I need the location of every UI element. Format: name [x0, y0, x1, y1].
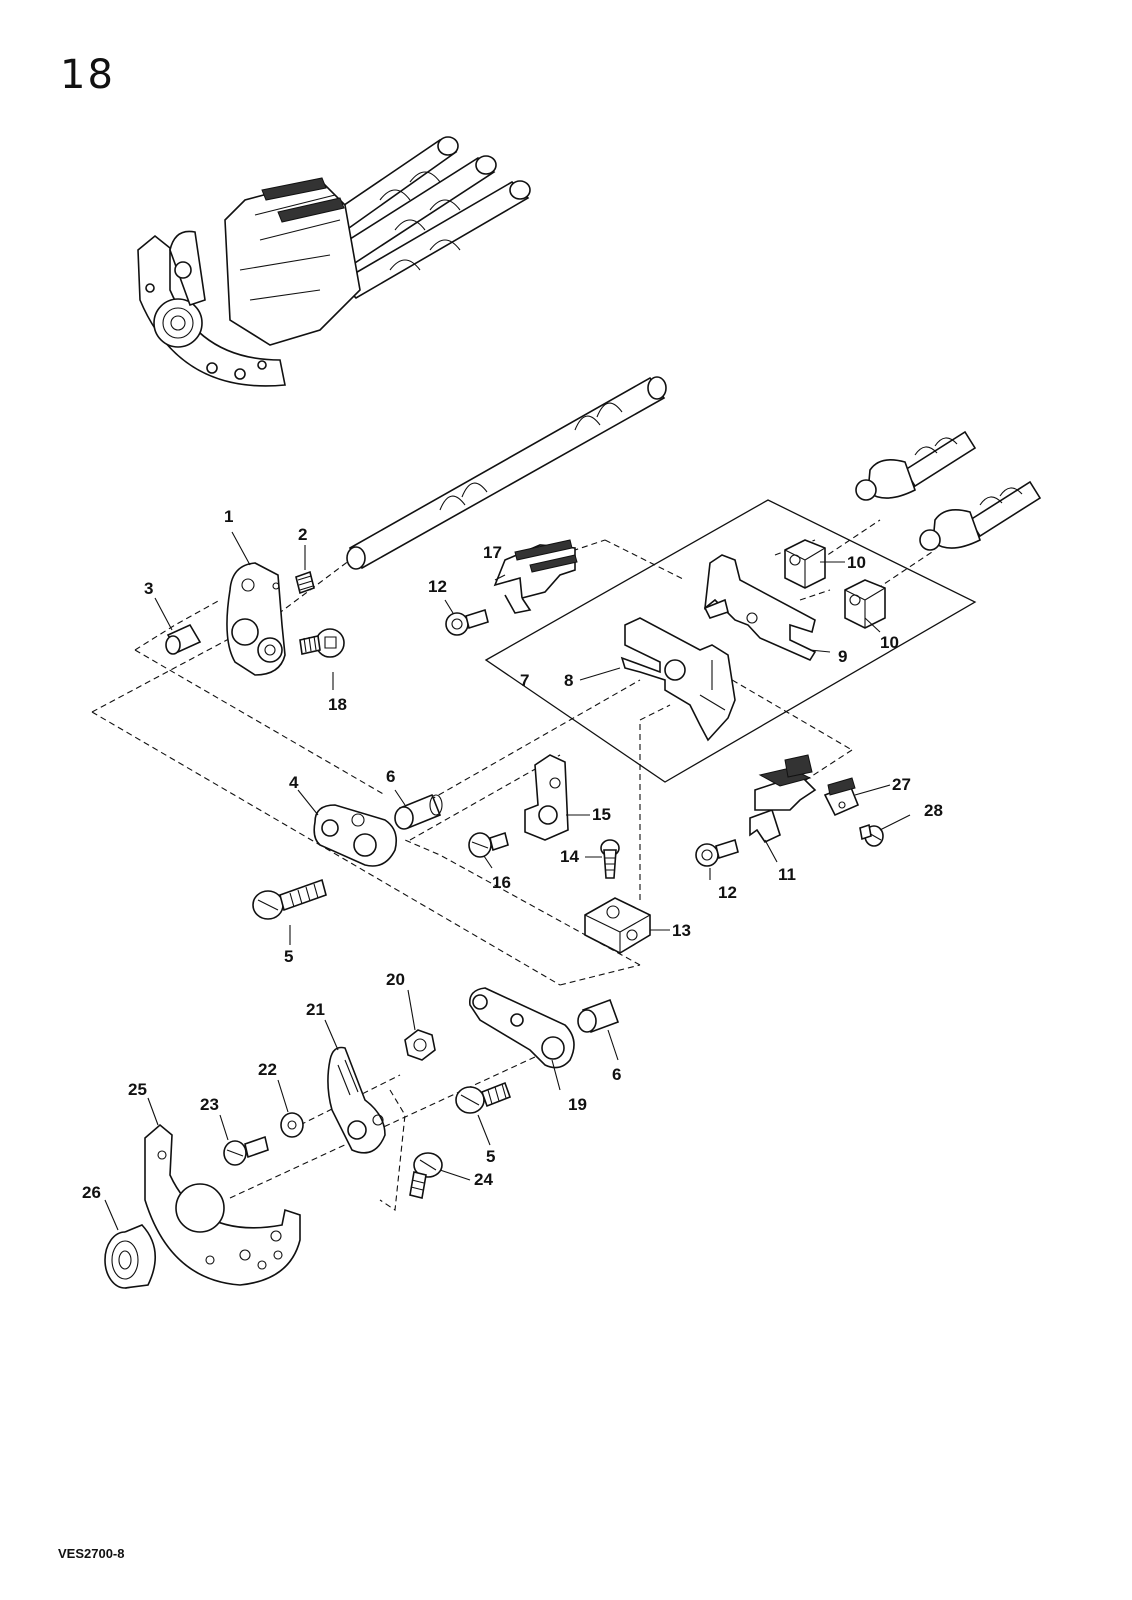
label-18: 18 — [328, 695, 347, 714]
label-6-top: 6 — [386, 767, 395, 786]
main-shaft — [346, 376, 667, 570]
label-20: 20 — [386, 970, 405, 989]
label-16: 16 — [492, 873, 511, 892]
label-17: 17 — [483, 543, 502, 562]
part-11-feed-dog — [749, 754, 817, 844]
part-13-block — [584, 897, 651, 954]
part-17-feed-dog — [493, 539, 578, 614]
right-shafts — [855, 430, 1042, 551]
label-26: 26 — [82, 1183, 101, 1202]
label-3: 3 — [144, 579, 153, 598]
label-8: 8 — [564, 671, 573, 690]
label-19: 19 — [568, 1095, 587, 1114]
subassembly-frame — [484, 499, 977, 783]
label-24: 24 — [474, 1170, 493, 1189]
part-16-screw — [468, 831, 509, 858]
label-11: 11 — [778, 865, 796, 884]
label-27: 27 — [892, 775, 911, 794]
label-5-top: 5 — [284, 947, 293, 966]
part-20-nut — [404, 1029, 436, 1061]
part-12-screw-bottom — [695, 838, 739, 867]
label-10-top: 10 — [847, 553, 866, 572]
part-27-feed-dog-small — [823, 777, 860, 817]
label-25: 25 — [128, 1080, 147, 1099]
part-14-screw — [600, 839, 620, 879]
part-5-screw-top — [252, 878, 327, 920]
label-5-bottom: 5 — [486, 1147, 495, 1166]
part-28-screw — [859, 823, 884, 847]
label-28: 28 — [924, 801, 943, 820]
part-24-screw — [409, 1152, 443, 1199]
part-6-bushing-bottom — [577, 998, 620, 1034]
label-12-top: 12 — [428, 577, 447, 596]
assembly-overview — [137, 136, 531, 387]
part-19-link-plate — [468, 987, 575, 1069]
part-6-bushing-top — [394, 793, 443, 830]
part-2-set-screw — [295, 570, 315, 595]
label-2: 2 — [298, 525, 307, 544]
part-15-block — [524, 754, 569, 841]
label-1: 1 — [224, 507, 233, 526]
document-code: VES2700-8 — [58, 1546, 125, 1561]
label-22: 22 — [258, 1060, 277, 1079]
label-4: 4 — [289, 773, 299, 792]
part-9-bracket — [703, 554, 817, 662]
label-15: 15 — [592, 805, 611, 824]
part-26-bearing — [104, 1224, 157, 1289]
part-22-washer — [280, 1112, 304, 1138]
label-9: 9 — [838, 647, 847, 666]
part-10-block-top — [784, 539, 826, 589]
part-21-crank — [327, 1046, 386, 1154]
part-3-collar — [165, 623, 202, 655]
page-number: 18 — [60, 52, 115, 98]
part-labels: 1 2 3 4 5 5 6 6 7 8 9 10 10 11 12 12 13 … — [82, 507, 943, 1202]
part-18-screw — [299, 628, 345, 658]
part-5-screw-bottom — [455, 1081, 512, 1114]
part-4-link — [313, 804, 398, 867]
part-23-screw — [223, 1135, 269, 1166]
label-leaders — [104, 531, 911, 1231]
part-12-screw-top — [445, 608, 489, 636]
label-7: 7 — [520, 671, 529, 690]
part-10-block-bottom — [844, 579, 886, 629]
part-8-forked-bracket — [620, 617, 736, 742]
label-10-bottom: 10 — [880, 633, 899, 652]
label-21: 21 — [306, 1000, 325, 1019]
label-23: 23 — [200, 1095, 219, 1114]
part-25-crescent-plate — [144, 1123, 301, 1286]
part-1-lever — [226, 562, 286, 676]
label-13: 13 — [672, 921, 691, 940]
label-14: 14 — [560, 847, 579, 866]
label-6-bottom: 6 — [612, 1065, 621, 1084]
label-12-bottom: 12 — [718, 883, 737, 902]
